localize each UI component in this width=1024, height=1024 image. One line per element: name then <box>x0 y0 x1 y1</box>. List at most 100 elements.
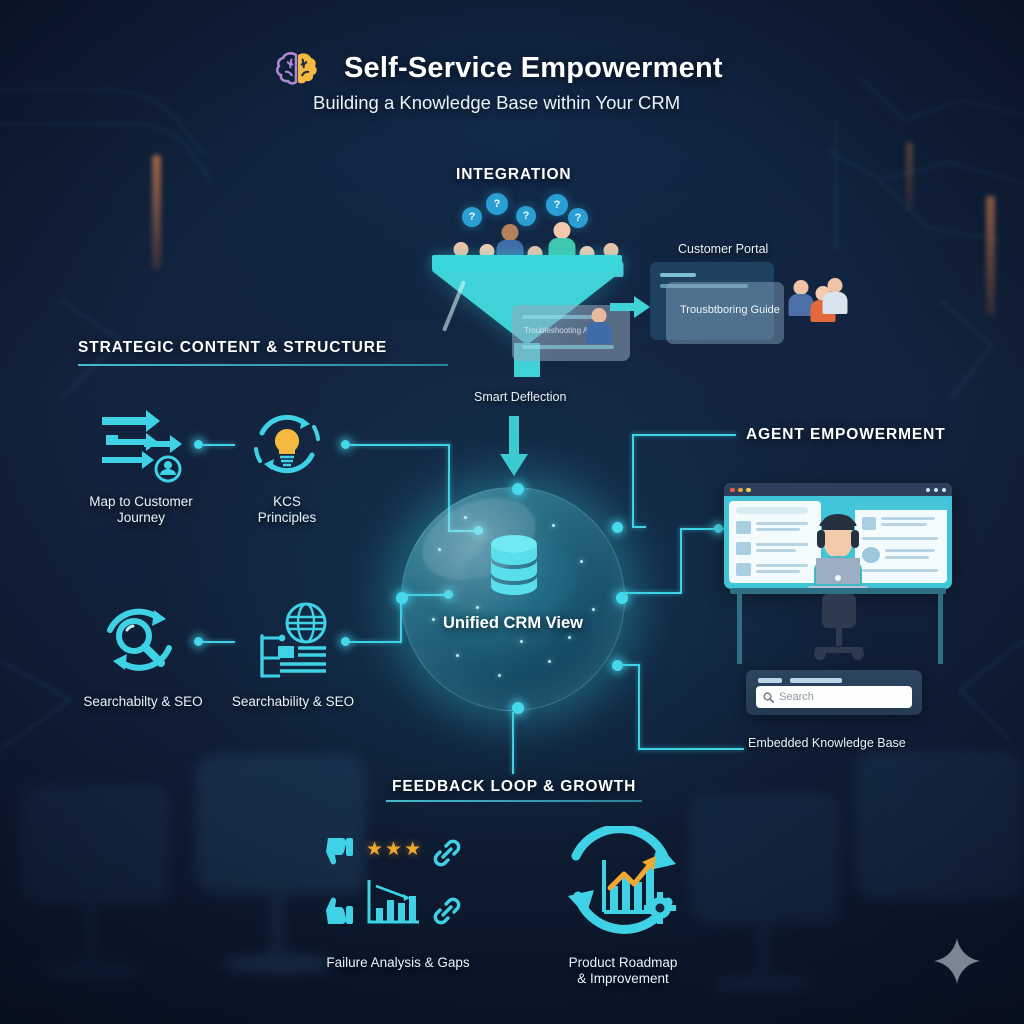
sphere-node <box>512 702 524 714</box>
connector-line <box>632 526 646 528</box>
customer-avatar <box>788 280 814 316</box>
feedback-item-label: Product Roadmap & Improvement <box>530 955 716 987</box>
connector-line <box>638 664 640 750</box>
portal-article-title: Trousbtboring Guide <box>680 304 780 316</box>
widget-tab <box>758 678 782 683</box>
strategic-item-label: Searchability & SEO <box>208 694 378 710</box>
search-input[interactable]: Search <box>756 686 912 708</box>
gear-icon <box>644 892 676 924</box>
question-bubble: ? <box>462 207 482 227</box>
label-line-1: Searchabilty & SEO <box>83 694 203 709</box>
kb-left-panel <box>729 501 821 583</box>
portal-article-card: Trousbtboring Guide <box>666 282 784 344</box>
feedback-item-label: Failure Analysis & Gaps <box>296 955 500 971</box>
agent-desktop-window[interactable] <box>724 483 952 589</box>
page-title: Self-Service Empowerment <box>344 52 723 84</box>
window-menu-dot[interactable] <box>933 487 938 492</box>
smart-deflection-label: Smart Deflection <box>474 390 567 404</box>
sphere-node <box>396 592 408 604</box>
declining-chart-icon <box>367 880 419 924</box>
section-title-feedback: FEEDBACK LOOP & GROWTH <box>392 778 637 795</box>
unified-crm-sphere: Unified CRM View <box>401 482 625 711</box>
connector-node <box>714 524 723 533</box>
strategic-item-label: KCS Principles <box>212 494 362 526</box>
thumb-up-icon <box>326 897 353 924</box>
window-close-dot[interactable] <box>730 487 735 492</box>
desk-leg <box>737 594 742 664</box>
window-title-bar <box>724 483 952 496</box>
connector-line <box>624 592 682 594</box>
connector-node <box>341 637 350 646</box>
three-stars-icon: ★★★ <box>366 838 423 861</box>
core-label: Unified CRM View <box>443 614 583 632</box>
background-accent-left <box>152 155 161 270</box>
globe-document-icon <box>260 602 327 678</box>
lightbulb-cycle-icon <box>254 414 320 474</box>
widget-tab <box>790 678 842 683</box>
label-line-1: Product Roadmap <box>568 955 678 970</box>
database-icon <box>491 535 537 595</box>
section-divider-feedback <box>386 800 642 802</box>
label-line-2: Principles <box>257 510 317 525</box>
label-line-2: Journey <box>116 510 166 525</box>
kb-right-panel <box>855 501 947 583</box>
connector-line <box>632 434 634 526</box>
window-maximize-dot[interactable] <box>746 487 751 492</box>
embedded-search-widget[interactable]: Search <box>746 670 922 715</box>
arrow-down-icon <box>500 416 528 476</box>
label-line-1: Failure Analysis & Gaps <box>326 955 470 970</box>
link-icon <box>433 839 461 867</box>
section-divider-agent <box>632 434 736 436</box>
connector-line <box>512 712 514 774</box>
connector-line <box>638 748 744 750</box>
section-divider-strategic <box>78 364 448 366</box>
page-subtitle: Building a Knowledge Base within Your CR… <box>313 92 681 113</box>
link-icon <box>433 897 461 925</box>
section-title-agent: AGENT EMPOWERMENT <box>746 426 946 443</box>
window-menu-dot[interactable] <box>925 487 930 492</box>
connector-line <box>680 528 682 592</box>
connector-line <box>350 641 402 643</box>
section-title-integration: INTEGRATION <box>456 166 572 183</box>
sphere-node <box>612 660 623 671</box>
sphere-node <box>612 522 623 533</box>
search-placeholder: Search <box>779 691 814 703</box>
customer-portal-label: Customer Portal <box>678 242 769 256</box>
background-accent-right <box>986 196 995 316</box>
question-bubble: ? <box>568 208 588 228</box>
background-accent-mid <box>906 142 913 212</box>
sphere-node <box>512 483 524 495</box>
desk-leg <box>938 594 943 664</box>
connector-node <box>194 637 203 646</box>
customer-avatar <box>586 308 612 344</box>
section-title-strategic: STRATEGIC CONTENT & STRUCTURE <box>78 339 388 356</box>
laptop-icon <box>808 558 868 592</box>
customer-avatar <box>822 278 848 314</box>
embedded-kb-caption: Embedded Knowledge Base <box>748 736 906 750</box>
question-bubble: ? <box>486 193 508 215</box>
connector-line <box>203 444 235 446</box>
window-minimize-dot[interactable] <box>738 487 743 492</box>
window-menu-dot[interactable] <box>941 487 946 492</box>
connector-node <box>341 440 350 449</box>
thumb-down-icon <box>326 838 353 865</box>
label-line-1: KCS <box>273 494 301 509</box>
desk-surface <box>730 588 946 594</box>
connector-line <box>203 641 235 643</box>
label-line-1: Searchability & SEO <box>231 694 355 709</box>
label-line-1: Map to Customer <box>89 494 193 509</box>
search-cycle-icon <box>107 608 172 671</box>
office-chair-icon <box>814 594 864 660</box>
circular-arrows-icon <box>568 826 676 934</box>
connector-line <box>400 594 402 642</box>
strategic-item-label: Map to Customer Journey <box>58 494 224 526</box>
exchange-arrows-icon <box>102 410 182 483</box>
connector-node <box>194 440 203 449</box>
label-line-2: & Improvement <box>577 971 669 986</box>
connector-line <box>680 528 724 530</box>
sphere-node <box>616 592 628 604</box>
brain-icon <box>275 52 317 85</box>
connector-line <box>448 444 450 530</box>
question-bubble: ? <box>516 206 536 226</box>
